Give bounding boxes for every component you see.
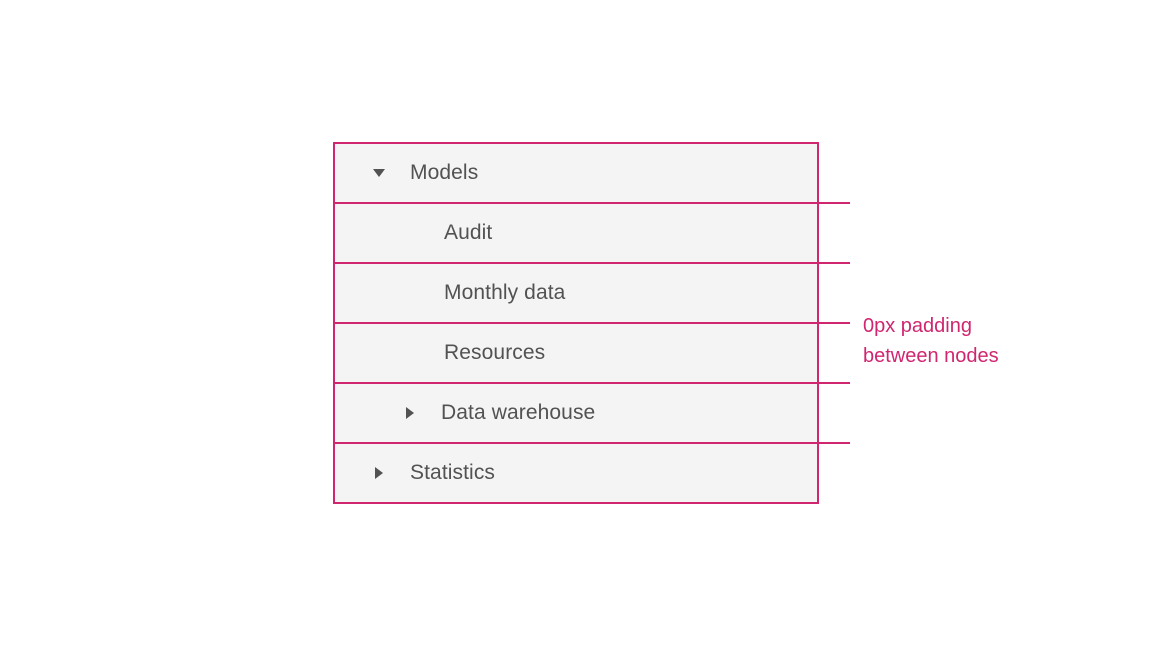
- tree-node-resources[interactable]: Resources: [334, 323, 818, 383]
- tree-node-label: Data warehouse: [441, 401, 596, 424]
- annotation-line: [817, 262, 850, 264]
- tree-node-label: Statistics: [410, 461, 496, 484]
- caret-right-icon[interactable]: [403, 407, 417, 419]
- tree-node-label: Resources: [444, 341, 546, 364]
- annotation-label-line2: between nodes: [863, 345, 999, 367]
- annotation-line: [817, 202, 850, 204]
- caret-right-icon[interactable]: [372, 467, 386, 479]
- tree-node-models[interactable]: Models: [334, 143, 818, 203]
- annotation-line: [817, 442, 850, 444]
- tree-node-monthly-data[interactable]: Monthly data: [334, 263, 818, 323]
- tree-view: Models Audit Monthly data Resources Data…: [333, 142, 819, 504]
- tree-node-audit[interactable]: Audit: [334, 203, 818, 263]
- annotation-label-line1: 0px padding: [863, 315, 972, 337]
- tree-node-label: Models: [410, 161, 479, 184]
- caret-down-icon[interactable]: [372, 169, 386, 177]
- tree-node-label: Monthly data: [444, 281, 566, 304]
- annotation-label: 0px padding between nodes: [863, 311, 999, 371]
- annotation-line: [817, 382, 850, 384]
- tree-node-data-warehouse[interactable]: Data warehouse: [334, 383, 818, 443]
- annotation-line: [817, 322, 850, 324]
- tree-node-statistics[interactable]: Statistics: [334, 443, 818, 503]
- tree-node-label: Audit: [444, 221, 493, 244]
